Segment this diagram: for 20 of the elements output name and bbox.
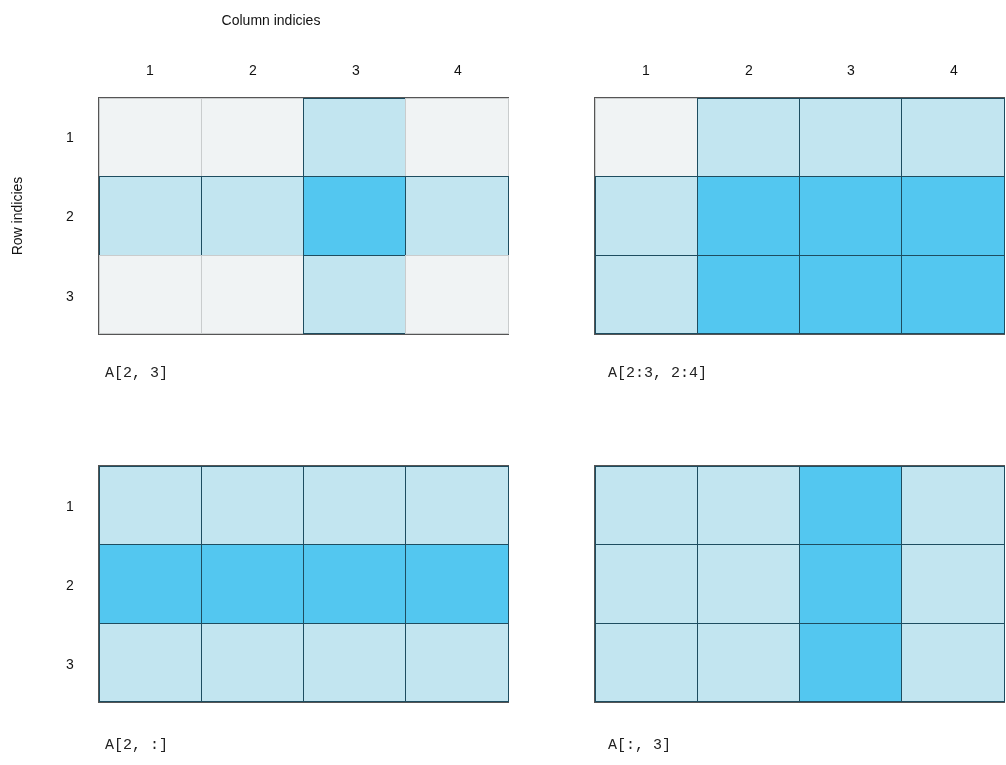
column-index: 3: [352, 62, 360, 78]
code-expression: A[2, :]: [105, 736, 168, 754]
column-index: 2: [249, 62, 257, 78]
column-index: 3: [847, 62, 855, 78]
row-index: 2: [66, 577, 74, 593]
axis-title: Row indicies: [9, 176, 25, 256]
column-index: 1: [146, 62, 154, 78]
row-index: 3: [66, 288, 74, 304]
row-index: 1: [66, 129, 74, 145]
row-index: 1: [66, 498, 74, 514]
column-index: 1: [642, 62, 650, 78]
row-index: 3: [66, 656, 74, 672]
row-index: 2: [66, 208, 74, 224]
code-expression: A[:, 3]: [608, 736, 671, 754]
axis-title: Column indicies: [221, 12, 321, 28]
column-index: 4: [454, 62, 462, 78]
column-index: 2: [745, 62, 753, 78]
code-expression: A[2, 3]: [105, 364, 168, 382]
column-index: 4: [950, 62, 958, 78]
code-expression: A[2:3, 2:4]: [608, 364, 708, 382]
